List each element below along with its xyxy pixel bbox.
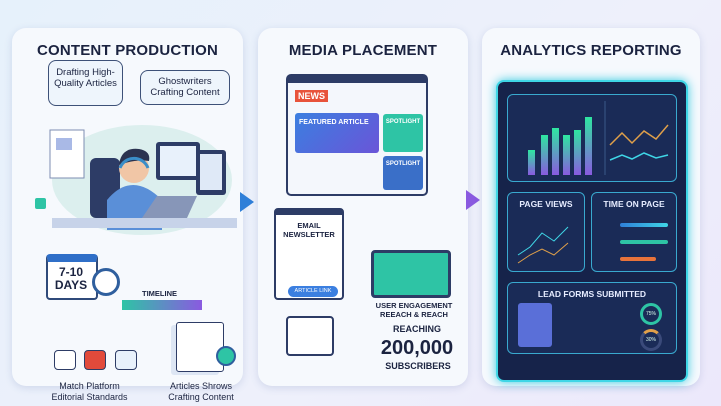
pct-ring-75: 75% [640, 303, 662, 325]
newsletter-title: EMAIL NEWSLETTER [283, 221, 335, 239]
bar-chart-card [507, 94, 677, 182]
lead-forms-title: LEAD FORMS SUBMITTED [537, 289, 647, 299]
caption-editorial-standards: Match Platform Editorial Standards [51, 381, 128, 402]
writer-illustration [35, 125, 237, 235]
speech-bubble-ghostwriters: Ghostwriters Crafting Content [140, 70, 230, 105]
page-views-line-chart [517, 226, 569, 264]
news-badge: NEWS [295, 90, 328, 102]
featured-article-card[interactable]: FEATURED ARTICLE [295, 113, 379, 153]
media-placement-panel: MEDIA PLACEMENT NEWS FEATURED ARTICLE SP… [258, 28, 468, 386]
flow-arrow-2 [466, 190, 480, 210]
lead-forms-card: LEAD FORMS SUBMITTED 75% 30% [507, 282, 677, 354]
time-bar-2 [620, 240, 668, 244]
platform-logo-nyt [54, 350, 76, 370]
analytics-reporting-panel: ANALYTICS REPORTING PAGE VIEWS TIME ON P… [482, 28, 700, 386]
pct-ring-30: 30% [640, 329, 662, 351]
panel-title: MEDIA PLACEMENT [288, 42, 438, 59]
clock-icon [92, 268, 120, 296]
time-on-page-card: TIME ON PAGE [591, 192, 677, 272]
caption-articles: Articles Shrows Crafting Content [168, 381, 234, 402]
check-badge-icon [216, 346, 236, 366]
articles-stack-icon [176, 322, 224, 372]
page-views-card: PAGE VIEWS [507, 192, 585, 272]
laptop-engagement-icon [371, 250, 451, 298]
analytics-tablet: PAGE VIEWS TIME ON PAGE LEAD FORMS SUBMI… [496, 80, 688, 382]
panel-title: ANALYTICS REPORTING [500, 42, 682, 59]
time-bar-3 [620, 257, 656, 261]
time-bar-1 [620, 223, 668, 227]
subscriber-count: 200,000 [380, 337, 454, 359]
timeline-arrow [122, 300, 202, 310]
content-production-panel: CONTENT PRODUCTION Drafting High-Quality… [12, 28, 243, 402]
clipboard-icon [518, 303, 552, 347]
flow-arrow-1 [240, 192, 254, 212]
calendar-icon [46, 254, 98, 300]
engagement-caption: USER ENGAGEMENT REEACH & REACH [375, 301, 453, 319]
subscribers-label: SUBSCRIBERS [385, 361, 451, 371]
speech-bubble-drafting: Drafting High-Quality Articles [48, 60, 123, 106]
time-on-page-title: TIME ON PAGE [603, 199, 665, 209]
calendar-duration: 7-10 DAYS [54, 265, 88, 292]
audience-icon [286, 316, 334, 356]
platform-logo-fire [84, 350, 106, 370]
reaching-label: REACHING [392, 324, 441, 334]
platform-logo-globe [115, 350, 137, 370]
page-views-title: PAGE VIEWS [519, 199, 573, 209]
bar-and-area-chart [528, 101, 669, 175]
article-link-button[interactable]: ARTICLE LINK [288, 286, 338, 297]
timeline-label: TIMELINE [142, 289, 177, 298]
spotlight-card-2[interactable]: SPOTLIGHT [383, 156, 423, 190]
panel-title: CONTENT PRODUCTION [36, 42, 219, 59]
spotlight-card-1[interactable]: SPOTLIGHT [383, 114, 423, 152]
newsletter-window [274, 208, 344, 300]
